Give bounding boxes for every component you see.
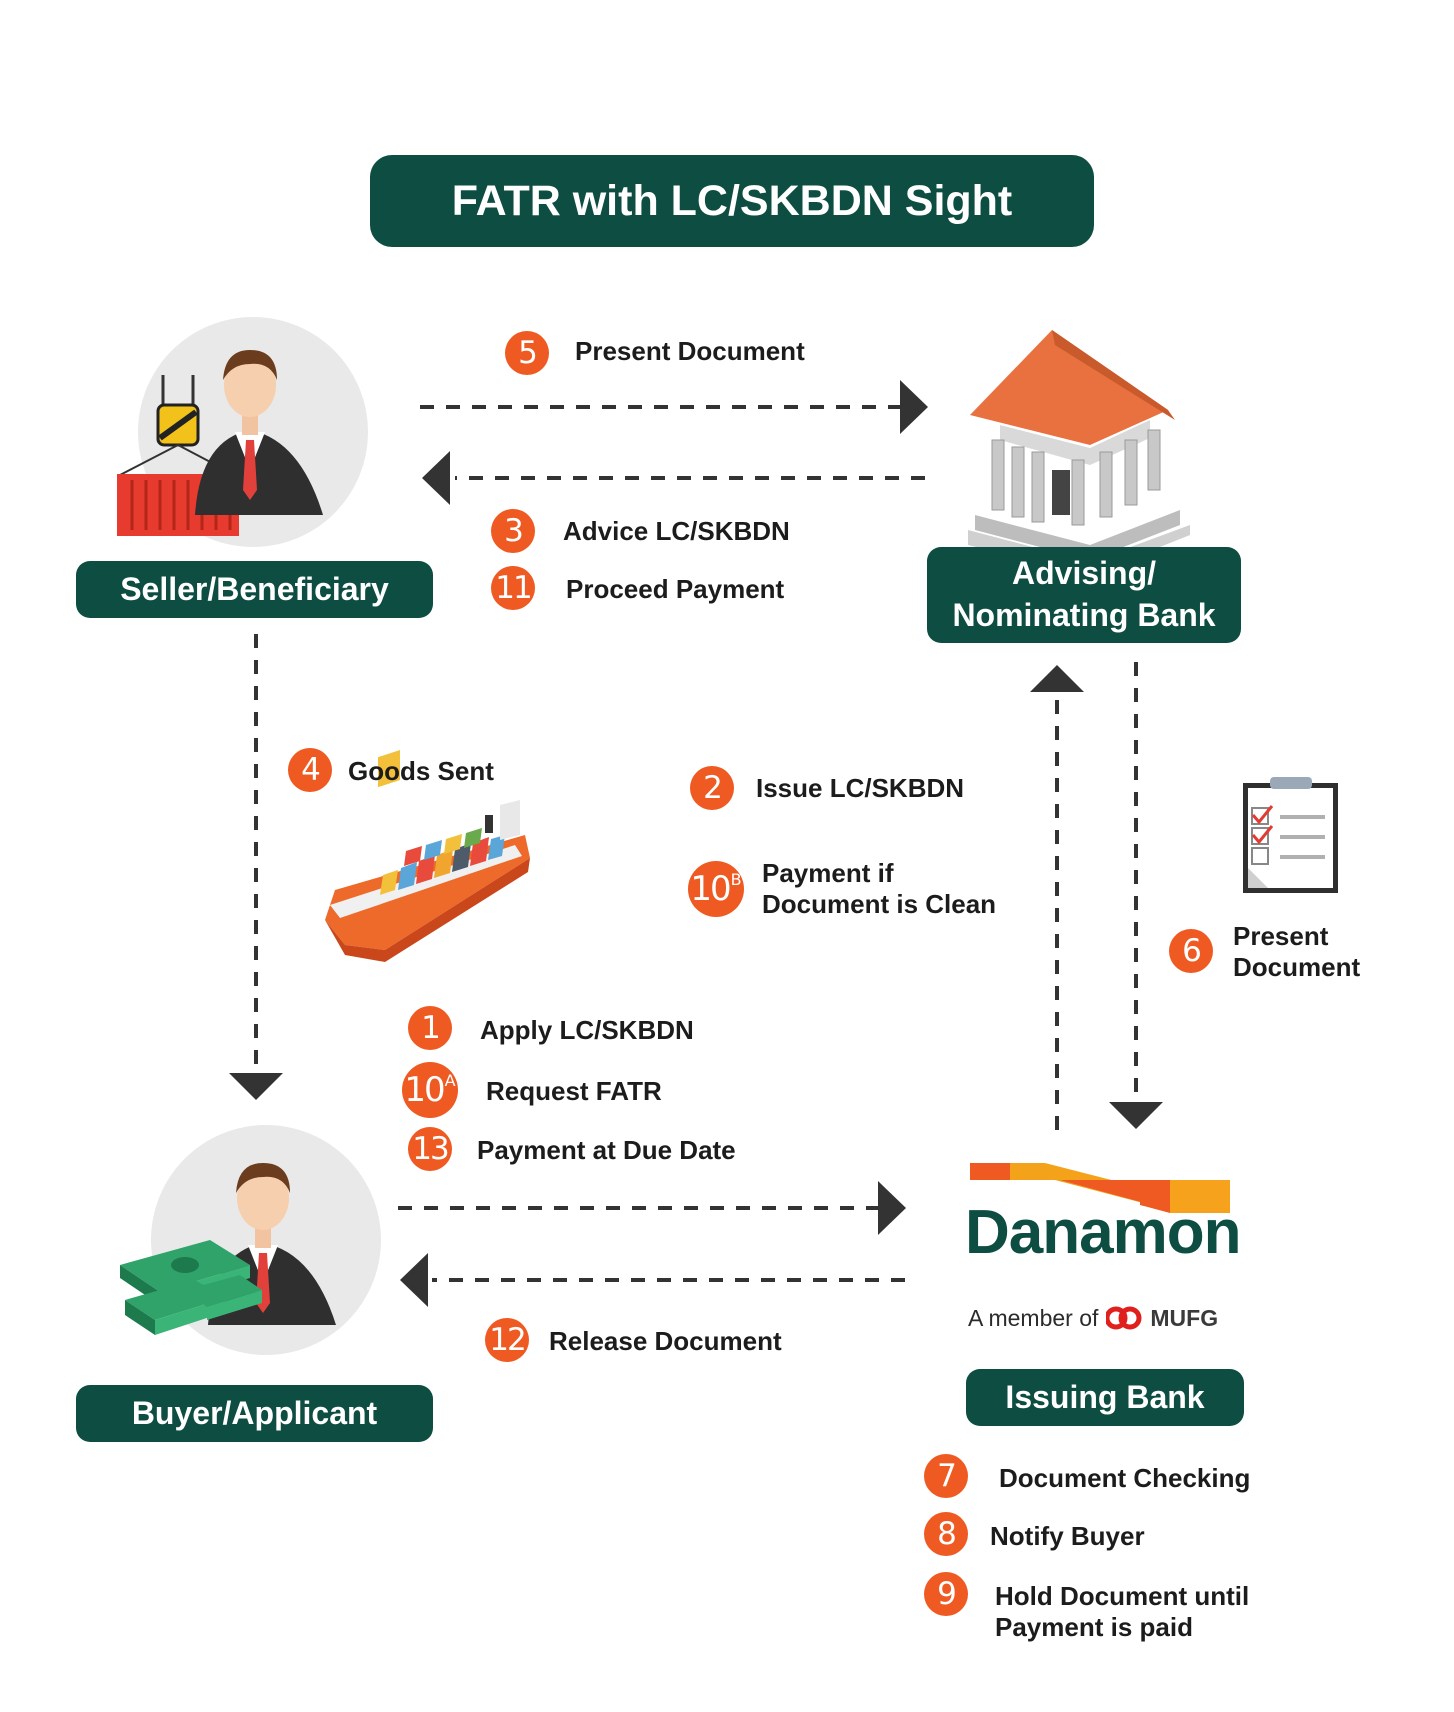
step-12-label: Release Document [549,1326,782,1356]
step-2-label: Issue LC/SKBDN [756,773,965,803]
step-6-badge: 6 [1169,929,1213,973]
step-10b-line1: Payment if [762,858,894,888]
step-10b-num: 10 [690,869,731,909]
mufg-member-line: A member of MUFG [968,1303,1218,1333]
step-7-label: Document Checking [999,1463,1251,1493]
step-12-badge: 12 [485,1318,529,1362]
seller-label: Seller/Beneficiary [76,561,433,618]
step-9-label: Hold Document until Payment is paid [995,1581,1249,1643]
advising-bank-label-line2: Nominating Bank [952,597,1216,633]
step-2-badge: 2 [690,766,734,810]
step-3-badge: 3 [491,509,535,553]
step-6-line2: Document [1233,952,1361,983]
step-1-label: Apply LC/SKBDN [480,1015,694,1045]
step-1-badge: 1 [408,1006,452,1050]
step-7-badge: 7 [924,1454,968,1498]
danamon-logo-text: Danamon [965,1198,1241,1267]
member-brand: MUFG [1150,1304,1219,1331]
diagram-title: FATR with LC/SKBDN Sight [370,155,1094,247]
mufg-logo [1106,1306,1142,1330]
step-10b-sup: B [730,869,742,889]
step-13-badge: 13 [408,1127,452,1171]
step-6-label: Present Document [1233,921,1360,983]
buyer-label: Buyer/Applicant [76,1385,433,1442]
step-10a-sup: A [444,1070,456,1090]
buyer-icon [120,1125,381,1355]
bank-building-icon [968,330,1190,575]
step-9-line1: Hold Document until [995,1581,1250,1611]
step-11-badge: 11 [491,566,535,610]
seller-icon [117,317,368,547]
step-11-label: Proceed Payment [566,574,785,604]
step-6-line1: Present [1233,921,1329,951]
step-5-badge: 5 [505,331,549,375]
step-4-label: Goods Sent [348,756,494,786]
step-10b-label: Payment if Document is Clean [762,858,996,920]
step-10a-num: 10 [404,1070,445,1110]
step-10b-line2: Document is Clean [762,889,997,920]
step-3-label: Advice LC/SKBDN [563,516,790,546]
step-8-badge: 8 [924,1512,968,1556]
member-prefix: A member of [968,1304,1099,1331]
step-5-label: Present Document [575,336,805,366]
checklist-icon [1243,777,1338,893]
issuing-bank-label: Issuing Bank [966,1369,1244,1426]
step-10a-label: Request FATR [486,1076,662,1106]
step-13-label: Payment at Due Date [477,1135,736,1165]
step-9-badge: 9 [924,1572,968,1616]
advising-bank-label-line1: Advising/ [1011,555,1156,592]
step-9-line2: Payment is paid [995,1612,1193,1643]
step-4-badge: 4 [288,748,332,792]
step-8-label: Notify Buyer [990,1521,1145,1551]
advising-bank-label: Advising/ Nominating Bank [927,547,1241,643]
